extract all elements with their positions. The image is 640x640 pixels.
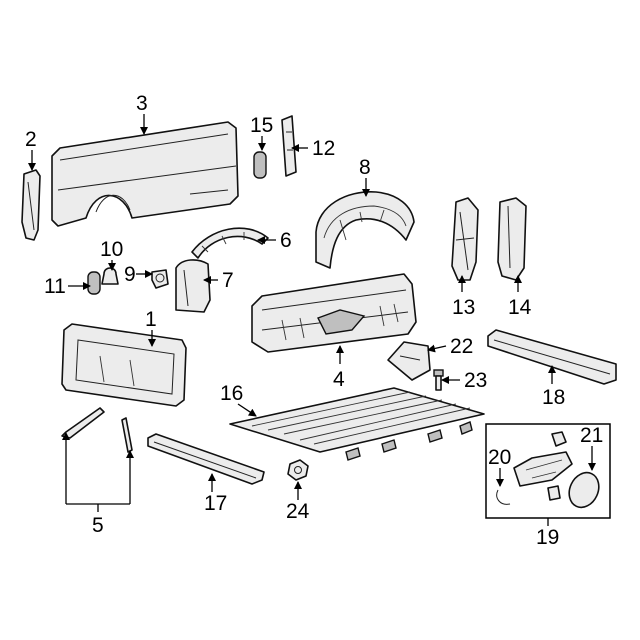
- part-5-seal-strips: [61, 407, 133, 453]
- part-1-tailgate: [61, 323, 187, 407]
- callout-7: 7: [222, 269, 234, 292]
- callout-3: 3: [136, 92, 148, 115]
- callout-18: 18: [542, 386, 565, 409]
- callout-21: 21: [580, 424, 603, 447]
- part-10-bulb: [101, 267, 119, 285]
- part-6-wheelhouse-liner: [191, 227, 269, 259]
- callout-1: 1: [145, 308, 157, 331]
- part-11-lamp-lens: [87, 271, 101, 295]
- callout-15: 15: [250, 114, 273, 137]
- callout-2: 2: [25, 128, 37, 151]
- callout-12: 12: [312, 137, 335, 160]
- callout-9: 9: [124, 263, 136, 286]
- part-18-side-rail: [487, 329, 617, 385]
- part-8-wheelhouse-inner: [315, 191, 415, 269]
- callout-11: 11: [44, 275, 66, 298]
- callout-22: 22: [450, 335, 473, 358]
- part-13-front-pillar: [451, 197, 479, 281]
- callout-16: 16: [220, 382, 243, 405]
- part-24-nut: [287, 459, 309, 481]
- callout-14: 14: [508, 296, 532, 319]
- part-2-corner-pillar: [21, 169, 41, 241]
- callout-17: 17: [204, 492, 227, 515]
- part-3-bedside-panel: [51, 121, 239, 227]
- callout-24: 24: [286, 500, 310, 523]
- part-22-bracket: [387, 341, 431, 381]
- part-19-kit-box: [485, 423, 611, 519]
- part-12-stake-strip: [281, 115, 297, 177]
- part-23-bolt: [433, 369, 444, 391]
- callout-5: 5: [92, 514, 104, 537]
- part-9-socket: [151, 269, 169, 289]
- part-15-reflector: [253, 151, 267, 179]
- callout-numbers: 3 2 15 12 8 6 7 10 11 9 13 14 1 4 22 23 …: [25, 92, 603, 549]
- callout-leaders: [28, 114, 596, 526]
- callout-8: 8: [359, 156, 371, 179]
- callout-19: 19: [536, 526, 559, 549]
- part-17-rail: [147, 433, 265, 485]
- part-14-rear-pillar: [497, 197, 527, 281]
- callout-20: 20: [488, 446, 511, 469]
- callout-13: 13: [452, 296, 475, 319]
- callout-10: 10: [100, 238, 123, 261]
- callout-4: 4: [333, 368, 345, 391]
- callout-23: 23: [464, 369, 487, 392]
- callout-6: 6: [280, 229, 292, 252]
- part-4-front-panel: [251, 273, 417, 353]
- part-16-bed-floor: [229, 387, 485, 461]
- part-7-splash-shield: [175, 259, 211, 313]
